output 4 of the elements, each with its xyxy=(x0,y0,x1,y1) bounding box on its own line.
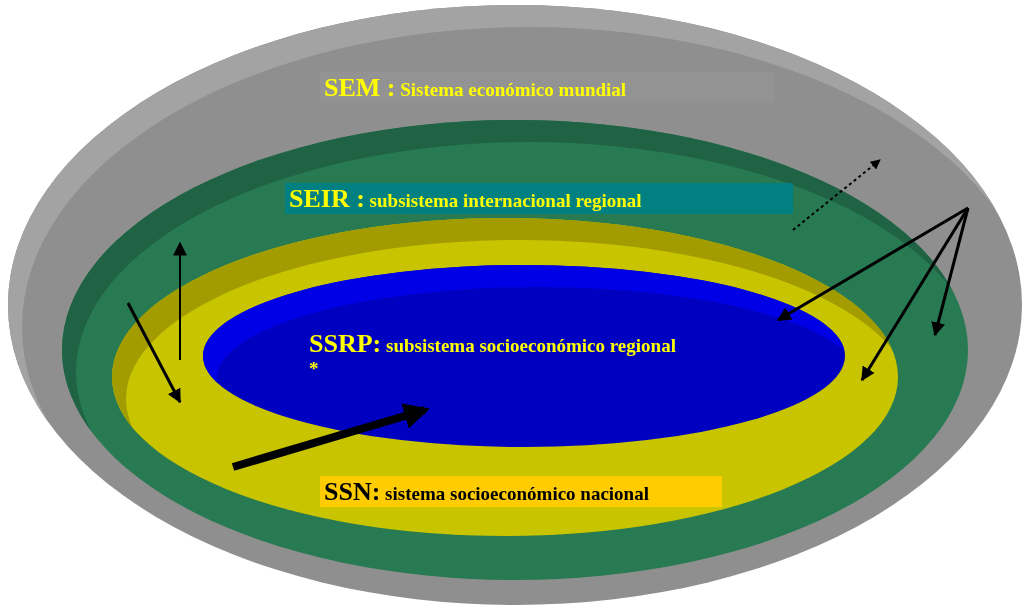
layer-label: SSN: sistema socioeconómico nacional xyxy=(320,476,722,508)
layer-label: SSRP: subsistema socioeconómico regional * xyxy=(308,328,677,381)
layer-label: SEIR : subsistema internacional regional xyxy=(285,183,793,215)
layer-label: SEM : Sistema económico mundial xyxy=(320,72,775,104)
